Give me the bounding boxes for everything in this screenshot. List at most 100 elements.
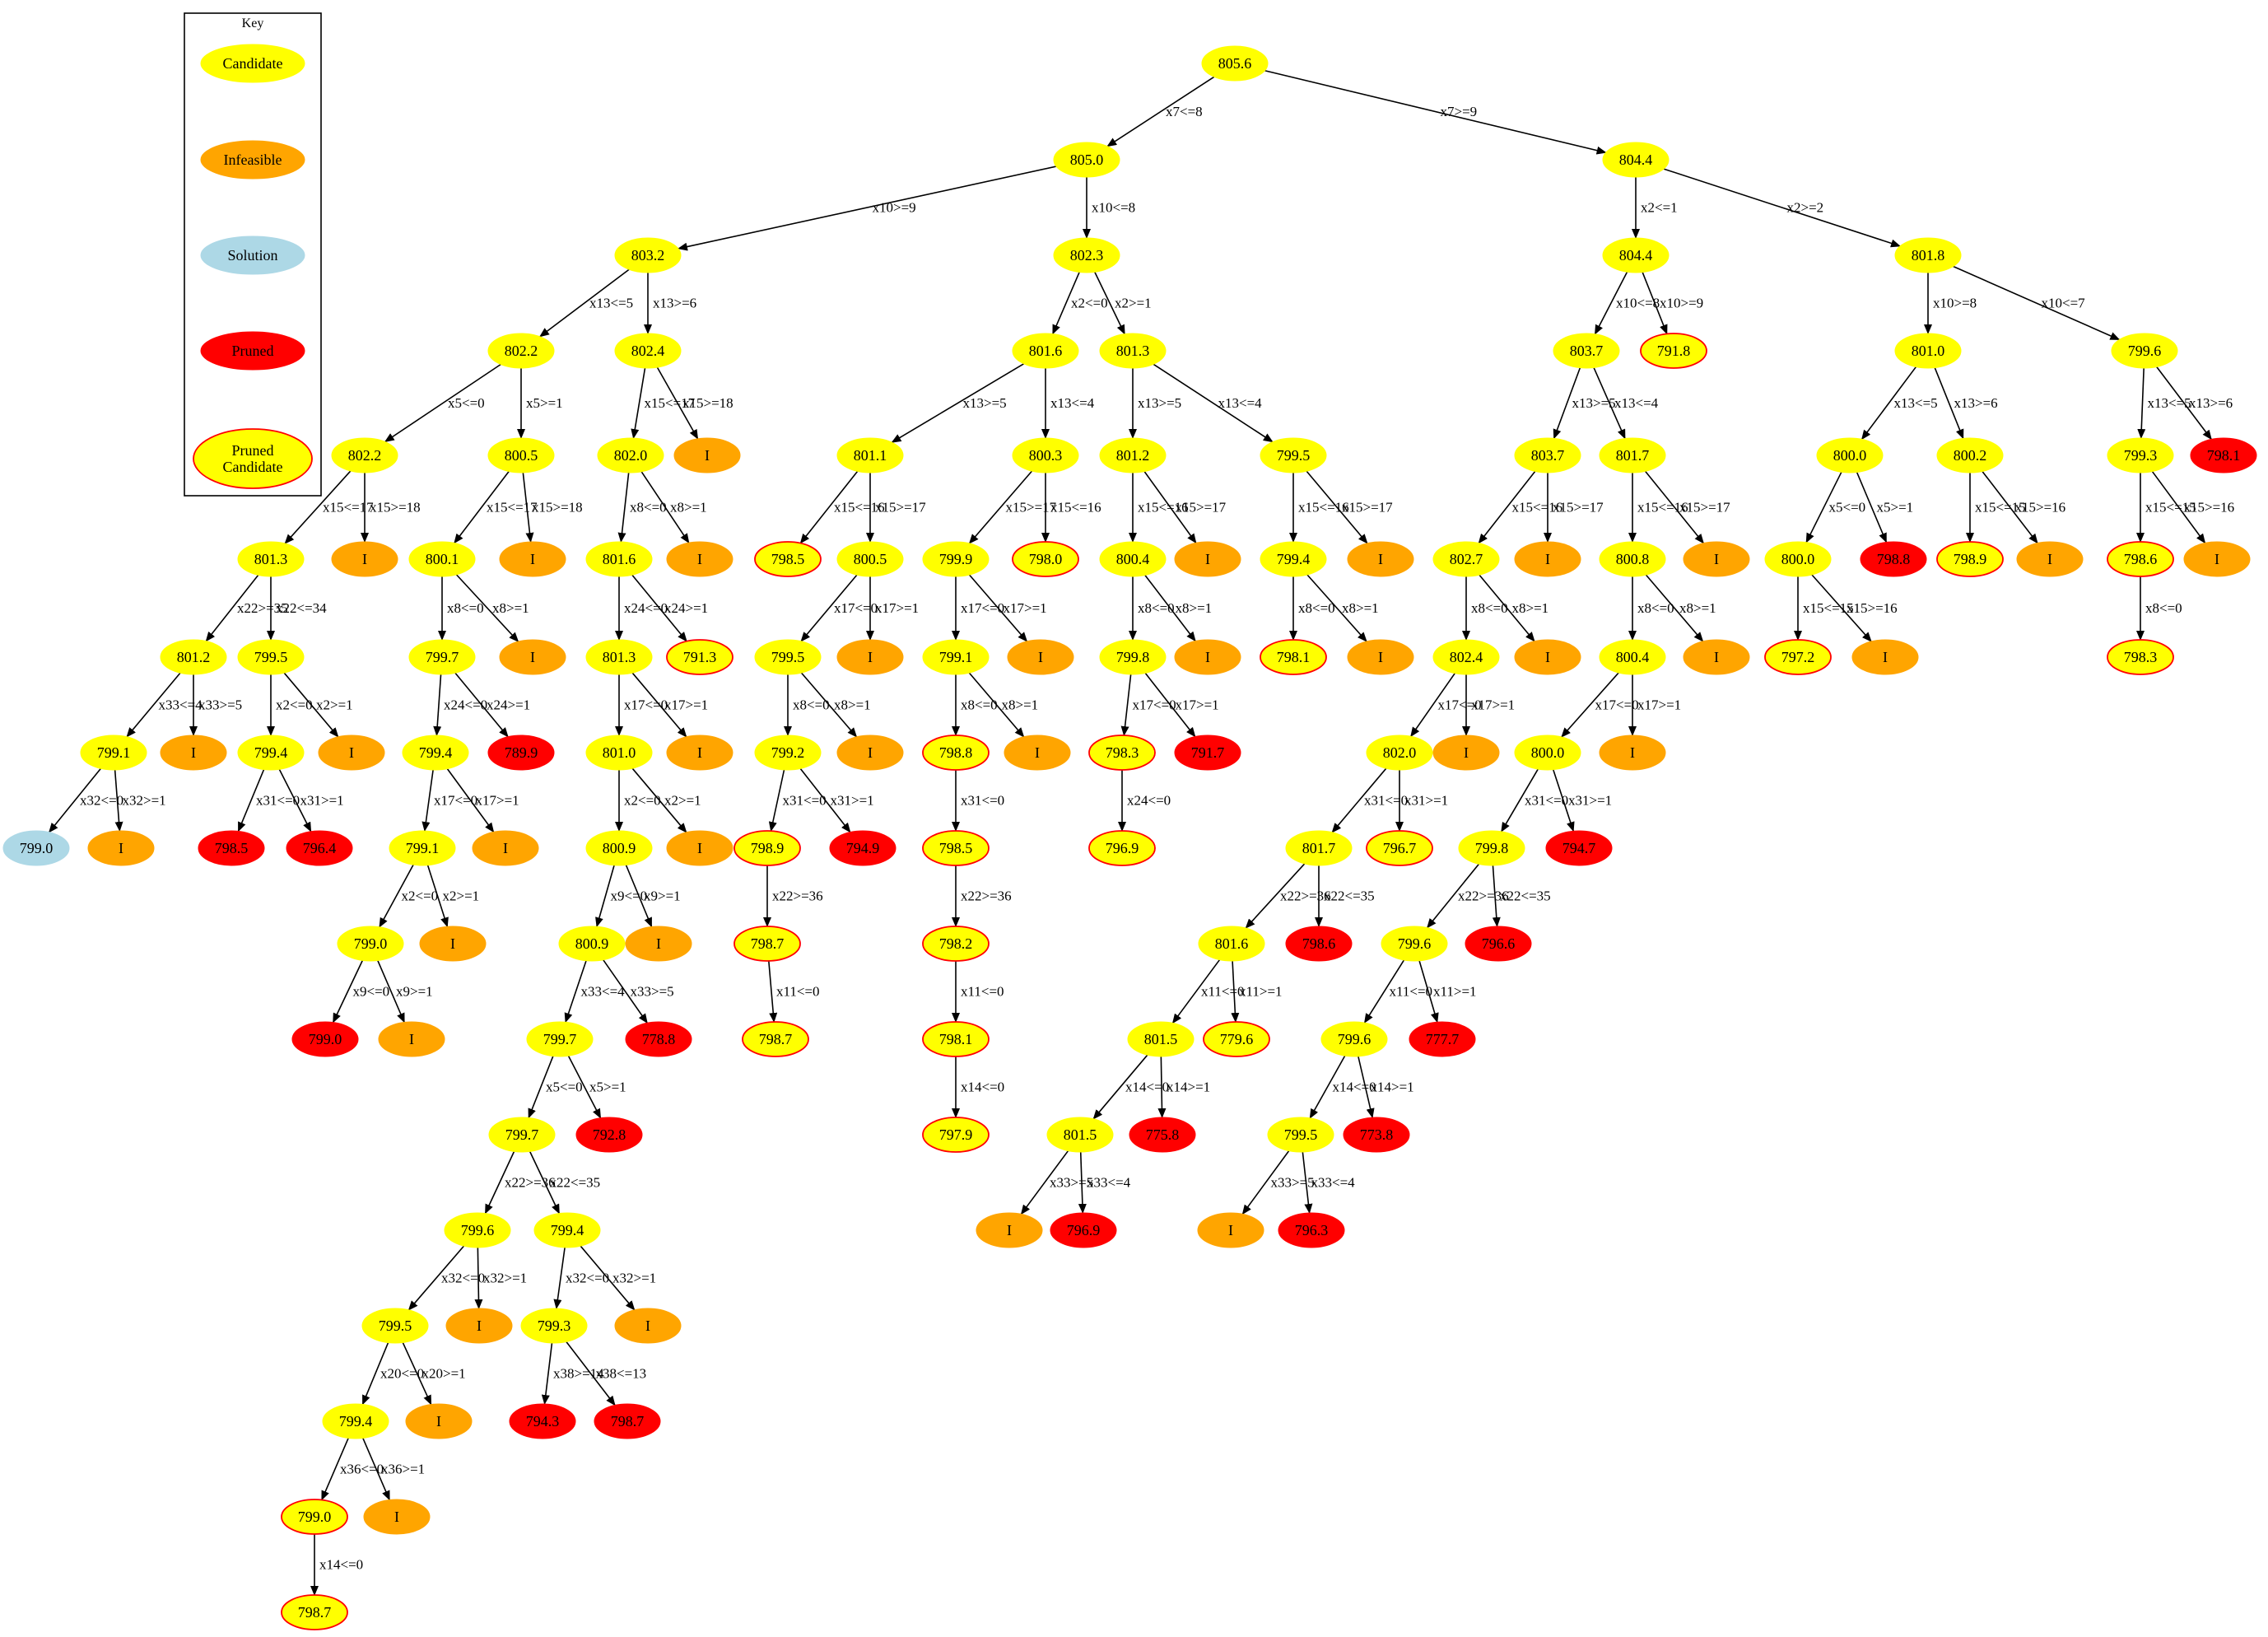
tree-node-pruned-candidate: 798.8	[922, 735, 990, 771]
node-shape	[1764, 639, 1832, 675]
edge-label: x17<=0	[834, 600, 878, 616]
tree-node-infeasible: I	[1514, 639, 1581, 675]
tree-edge	[433, 674, 442, 737]
tree-edge	[379, 864, 414, 928]
node-shape	[1053, 237, 1120, 273]
node-shape	[922, 541, 990, 577]
tree-node-candidate: 799.1	[80, 735, 147, 771]
node-shape	[2183, 541, 2251, 577]
tree-edge	[1553, 769, 1575, 832]
tree-node-candidate: 799.7	[488, 1117, 556, 1153]
tree-edge	[625, 865, 653, 928]
edge-label: x15<=16	[1637, 500, 1688, 515]
node-shape	[666, 830, 733, 866]
node-shape	[1936, 541, 2004, 577]
node-shape	[922, 1021, 990, 1057]
node-value: 800.0	[1781, 551, 1815, 567]
node-value: 798.1	[1277, 649, 1311, 665]
edge-label: x20<=0	[380, 1366, 424, 1382]
edge-label: x9<=0	[353, 984, 390, 1000]
tree-node-infeasible: I	[1683, 639, 1750, 675]
node-shape	[408, 541, 476, 577]
edge-label: x5>=1	[1877, 500, 1914, 515]
node-value: 799.6	[461, 1222, 495, 1238]
tree-node-candidate: 799.0	[337, 926, 404, 962]
tree-node-infeasible: I	[472, 830, 539, 866]
node-shape	[499, 541, 566, 577]
tree-node-candidate: 800.5	[836, 541, 904, 577]
node-shape	[585, 541, 653, 577]
node-value: 801.3	[603, 649, 636, 665]
tree-edge	[1264, 69, 1607, 155]
node-value: 791.3	[683, 649, 717, 665]
node-shape	[1347, 541, 1414, 577]
edge-label: x17<=0	[1133, 697, 1176, 713]
node-value: 801.6	[603, 551, 636, 567]
tree-node-candidate: 799.4	[322, 1403, 389, 1439]
tree-node-candidate: 801.2	[160, 639, 227, 675]
edge-label: x8<=0	[1471, 600, 1508, 616]
tree-edge	[484, 1151, 515, 1215]
node-value: I	[362, 551, 367, 567]
node-shape	[1099, 333, 1167, 369]
edge-label: x8>=1	[492, 600, 529, 616]
edge-label: x2<=0	[624, 793, 661, 809]
node-value: I	[450, 935, 455, 952]
tree-node-pruned-candidate: 798.5	[754, 541, 822, 577]
tree-node-infeasible: I	[2183, 541, 2251, 577]
tree-node-candidate: 799.5	[237, 639, 305, 675]
node-shape	[1514, 639, 1581, 675]
node-value: I	[1883, 649, 1888, 665]
edge-label: x15>=17	[875, 500, 926, 515]
node-value: I	[2214, 551, 2219, 567]
tree-edge	[539, 268, 630, 338]
node-shape	[1343, 1117, 1410, 1153]
edge-label: x17>=1	[875, 600, 919, 616]
tree-edge	[1092, 1054, 1148, 1120]
edge-label: x14>=1	[1371, 1080, 1414, 1095]
tree-node-candidate: 803.7	[1553, 333, 1620, 369]
node-shape	[2016, 541, 2084, 577]
node-value: I	[1378, 649, 1383, 665]
tree-edge	[205, 574, 259, 642]
node-shape	[1053, 142, 1120, 178]
edge-label: x15>=18	[532, 500, 583, 515]
legend-label-infeasible: Infeasible	[224, 152, 282, 168]
tree-node-candidate: 801.6	[1198, 926, 1265, 962]
node-shape	[363, 1499, 431, 1535]
tree-edge	[1410, 673, 1455, 738]
node-value: 800.1	[426, 551, 459, 567]
node-shape	[585, 639, 653, 675]
node-shape	[1174, 639, 1241, 675]
edge-label: x5>=1	[589, 1080, 626, 1095]
edge-label: x13>=6	[1954, 395, 1998, 411]
tree-node-pruned-candidate: 798.1	[922, 1021, 990, 1057]
tree-edge	[580, 1245, 636, 1311]
node-shape	[1409, 1021, 1476, 1057]
node-shape	[1260, 541, 1327, 577]
tree-node-candidate: 799.9	[922, 541, 990, 577]
tree-node-candidate: 801.3	[237, 541, 305, 577]
node-value: 800.5	[854, 551, 887, 567]
legend-label-solution: Solution	[227, 247, 277, 264]
node-value: I	[436, 1413, 441, 1429]
tree-node-infeasible: I	[1432, 735, 1500, 771]
node-value: 801.1	[854, 447, 887, 464]
edge-label: x5>=1	[526, 395, 563, 411]
edge-label: x11<=0	[961, 984, 1004, 1000]
edge-label: x32<=0	[441, 1271, 485, 1286]
node-value: 799.5	[379, 1318, 412, 1334]
tree-node-candidate: 800.9	[585, 830, 653, 866]
edge-label: x32>=1	[483, 1271, 527, 1286]
edge-label: x33<=4	[1087, 1175, 1131, 1191]
node-shape	[1046, 1117, 1114, 1153]
edge-label: x2>=2	[1787, 200, 1824, 216]
node-value: 805.0	[1070, 152, 1104, 168]
edge-label: x10<=8	[1616, 296, 1660, 311]
edge-label: x33<=4	[581, 984, 626, 1000]
node-value: 798.1	[2207, 447, 2241, 464]
node-shape	[1174, 541, 1241, 577]
edge-label: x10<=7	[2042, 296, 2086, 311]
tree-node-infeasible: I	[499, 541, 566, 577]
